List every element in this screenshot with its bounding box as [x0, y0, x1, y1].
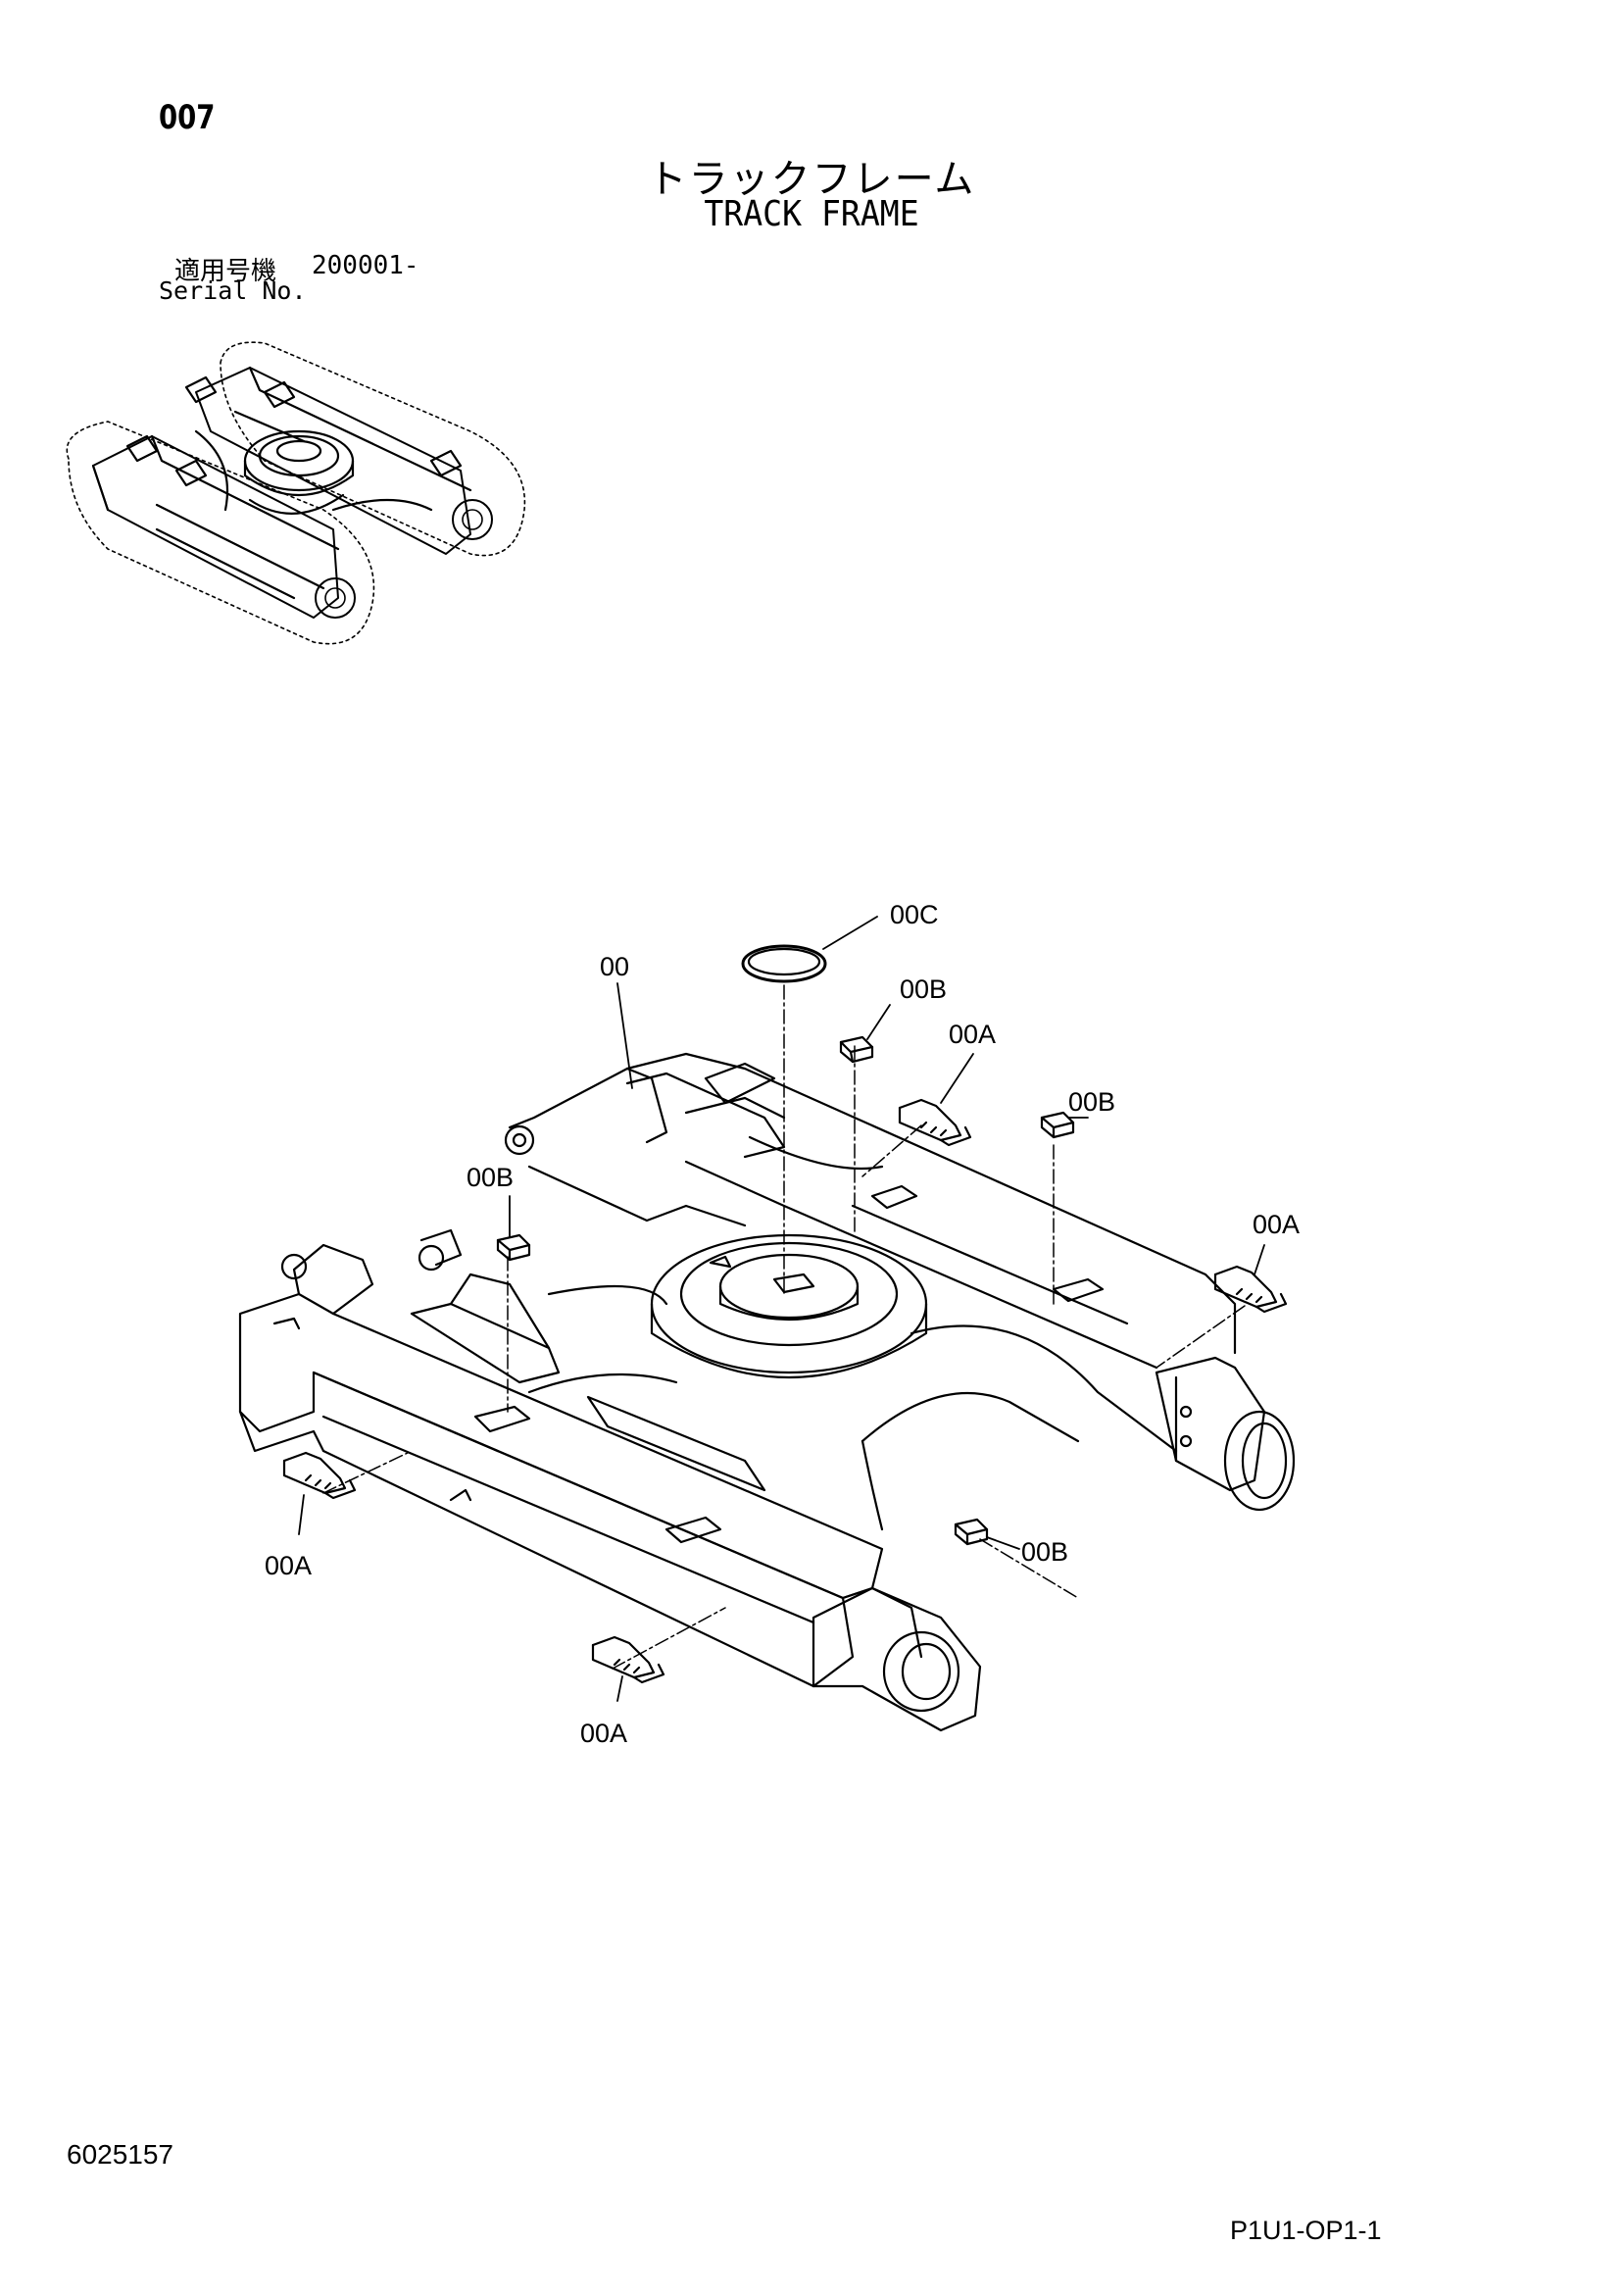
clip-part-00a-2	[1213, 1265, 1288, 1314]
callout-00a-4: 00A	[580, 1719, 627, 1748]
callout-00b-3: 00B	[467, 1163, 514, 1192]
leader-00	[616, 982, 633, 1089]
leader-00a-4	[616, 1675, 623, 1702]
callout-00b-4: 00B	[1021, 1537, 1068, 1567]
serial-label-english: Serial No.	[159, 276, 307, 305]
ring-part-00c	[741, 944, 827, 983]
clip-part-00a-1	[898, 1098, 972, 1147]
leader-00a-1	[940, 1053, 974, 1104]
leader-00b-4	[986, 1536, 1020, 1550]
clip-part-00a-4	[591, 1635, 665, 1684]
serial-label-japanese: 適用号機	[174, 257, 277, 286]
document-number: 6025157	[67, 2139, 174, 2170]
block-part-00b-3	[496, 1233, 531, 1262]
track-frame-main	[238, 944, 1296, 1732]
callout-00c: 00C	[890, 900, 939, 929]
title-english: TRACK FRAME	[704, 194, 919, 234]
page-number: 007	[159, 98, 216, 137]
overview-thumbnail	[66, 341, 526, 645]
leader-00a-2	[1254, 1244, 1265, 1275]
leader-00a-3	[298, 1494, 305, 1535]
serial-value: 200001-	[312, 251, 419, 280]
clip-part-00a-3	[282, 1451, 357, 1500]
callout-00a-1: 00A	[949, 1020, 996, 1049]
callout-00a-2: 00A	[1253, 1210, 1300, 1239]
block-part-00b-4	[954, 1518, 989, 1546]
callout-00: 00	[600, 952, 629, 981]
block-part-00b-1	[839, 1035, 874, 1064]
title-japanese: トラックフレーム	[647, 157, 976, 202]
callout-00b-2: 00B	[1068, 1087, 1115, 1117]
block-part-00b-2	[1040, 1111, 1075, 1139]
callout-00b-1: 00B	[900, 974, 947, 1004]
page-code: P1U1-OP1-1	[1230, 2216, 1382, 2245]
callout-00a-3: 00A	[265, 1551, 312, 1580]
leader-00b-1	[866, 1004, 891, 1040]
leader-00c	[822, 916, 878, 950]
